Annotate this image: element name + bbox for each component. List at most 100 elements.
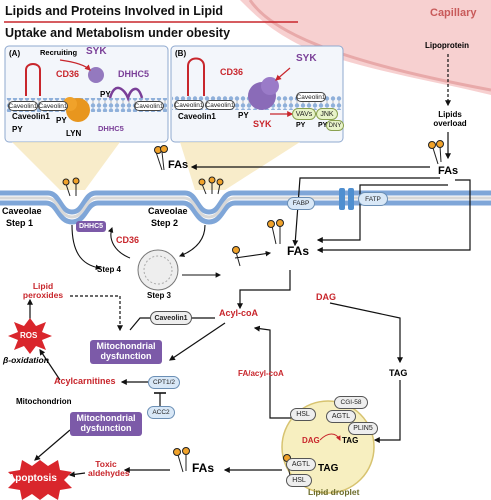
fatty-acid-icon-1 <box>154 145 168 171</box>
cd36-label-b: CD36 <box>220 67 244 77</box>
fas-left-label: FAs <box>168 159 189 171</box>
fas-capillary-label: FAs <box>438 165 459 177</box>
droplet-to-fa <box>269 405 300 419</box>
fa-acyl-coa-label: FA/acyl-coA <box>238 369 284 378</box>
dhhc5-label-a-2: DHHC5 <box>98 124 124 133</box>
dag-to-tag <box>329 302 403 364</box>
step1-label: Step 1 <box>6 218 34 228</box>
recruit-arrow <box>59 59 91 71</box>
cd36-panel-b <box>187 57 205 96</box>
py-a-3: PY <box>56 116 67 125</box>
panel-a-frame <box>4 45 169 143</box>
capillary-wall <box>248 0 491 92</box>
mito-dysfunction-box-2: Mitochondrial dysfunction <box>70 412 142 436</box>
aldehydes-to-apoptosis <box>68 471 86 478</box>
transporter-channel-left <box>339 188 345 210</box>
fatty-acid-icon-6 <box>198 176 224 195</box>
step-arrow-2 <box>108 226 131 259</box>
acylcarnitines-label: Acylcarnitines <box>54 376 116 386</box>
entry-arrow-3 <box>316 179 471 253</box>
beta-oxidation-label: β-oxidation <box>3 355 49 365</box>
py-b-1: PY <box>238 111 249 120</box>
step-arrow-5 <box>234 250 272 259</box>
lyn-label: LYN <box>66 129 82 138</box>
toxic-aldehydes-label: Toxic aldehydes <box>88 459 130 479</box>
dny-pill: DNY <box>326 120 344 131</box>
panel-a-label: (A) <box>9 49 21 58</box>
apoptosis-burst <box>8 460 72 500</box>
step3-label: Step 3 <box>147 291 172 300</box>
step-arrow-1 <box>71 224 102 271</box>
syk-recruit-b <box>275 67 291 81</box>
acc2-pill: ACC2 <box>147 406 175 419</box>
dag-top-label: DAG <box>316 292 336 302</box>
cd36-panel-a <box>25 63 41 96</box>
cell-membrane-outer <box>0 190 491 215</box>
py-a-2: PY <box>12 125 23 134</box>
apoptosis-label: Apoptosis <box>8 473 57 484</box>
syk-label-b-2: SYK <box>253 119 272 129</box>
transporter-channel-right <box>348 188 354 210</box>
caveolin-pill-a-1: Caveolin1 <box>8 101 38 111</box>
droplet-tag-bottom-label: TAG <box>318 463 339 474</box>
title-line-2: Uptake and Metabolism under obesity <box>5 26 231 40</box>
cell-membrane-inner <box>0 200 491 225</box>
acyl-coa-label: Acyl-coA <box>219 308 259 318</box>
fatty-acid-icon-4 <box>173 447 190 473</box>
caveolin1-pill: Caveolin1 <box>150 311 192 325</box>
step2-label: Step 2 <box>151 218 179 228</box>
peroxides-to-mito <box>70 295 123 332</box>
fatty-acid-icon-7 <box>62 177 80 197</box>
lipoprotein-label: Lipoprotein <box>425 41 469 50</box>
tag-to-droplet <box>373 380 401 443</box>
plin5-pill: PLIN5 <box>348 422 378 435</box>
ros-burst <box>8 318 52 354</box>
dhhc5-panel-a <box>108 86 144 102</box>
entry-arrow-1 <box>292 177 440 247</box>
caveolin-pill-b-2: Caveolin1 <box>205 100 235 110</box>
step-arrow-3 <box>178 224 206 257</box>
droplet-dag-label: DAG <box>302 436 320 445</box>
lipid-droplet-label: Lipid droplet <box>308 487 360 497</box>
vavs-pill: VAVs <box>292 108 316 120</box>
caveolin-pill-b-3: Caveolin1 <box>296 92 326 102</box>
mitochondrion-label: Mitochondrion <box>16 397 72 406</box>
syk-label-a: SYK <box>86 46 107 57</box>
droplet-fas-label: FAs <box>192 461 215 475</box>
mito2-to-apoptosis <box>34 429 71 461</box>
mito-dysfunction-box-1: Mitochondrial dysfunction <box>90 340 162 364</box>
syk-panel-a-blob <box>88 67 104 83</box>
jnk-pill: JNK <box>316 108 338 120</box>
capillary-label: Capillary <box>430 7 477 19</box>
title-line-1: Lipids and Proteins Involved in Lipid <box>5 4 224 18</box>
cgi58-pill: CGI-58 <box>334 396 368 409</box>
py-a-1: PY <box>100 90 111 99</box>
hsl-bottom-pill: HSL <box>286 474 312 487</box>
cell-membrane-core <box>0 196 491 219</box>
fas-cell-label: FAs <box>287 244 310 258</box>
fabp-pill: FABP <box>287 197 315 210</box>
droplet-tag-inner-label: TAG <box>342 436 359 445</box>
caveolae-step1-label: Caveolae <box>2 206 42 216</box>
caveolin-pill-b-1: Caveolin1 <box>174 100 204 110</box>
droplet-dag-arrow <box>319 433 341 441</box>
entry-arrow-2 <box>316 184 448 243</box>
fas-to-acylcoa <box>237 270 291 310</box>
step4-label: Step 4 <box>97 265 122 274</box>
lipids-overload-label: Lipids overload <box>433 110 467 129</box>
acylcarnitines-to-ros <box>39 349 61 381</box>
mitochondrion-outline <box>125 395 135 405</box>
caveolae-step2-label: Caveolae <box>148 206 188 216</box>
acylcoa-to-mito <box>169 322 226 361</box>
fatp-pill: FATP <box>358 192 388 206</box>
caveolin-pill-a-2: Caveolin1 <box>38 101 68 111</box>
syk-label-b: SYK <box>296 53 317 64</box>
capillary-area <box>240 0 491 95</box>
caveolin1-label-a: Caveolin1 <box>12 112 50 121</box>
fa-acylcoa-up <box>253 325 271 405</box>
agtl-top-pill: AGTL <box>326 410 356 423</box>
caveolin-pill-a-3: Caveolin1 <box>134 101 164 111</box>
cd36-label-a: CD36 <box>56 69 80 79</box>
